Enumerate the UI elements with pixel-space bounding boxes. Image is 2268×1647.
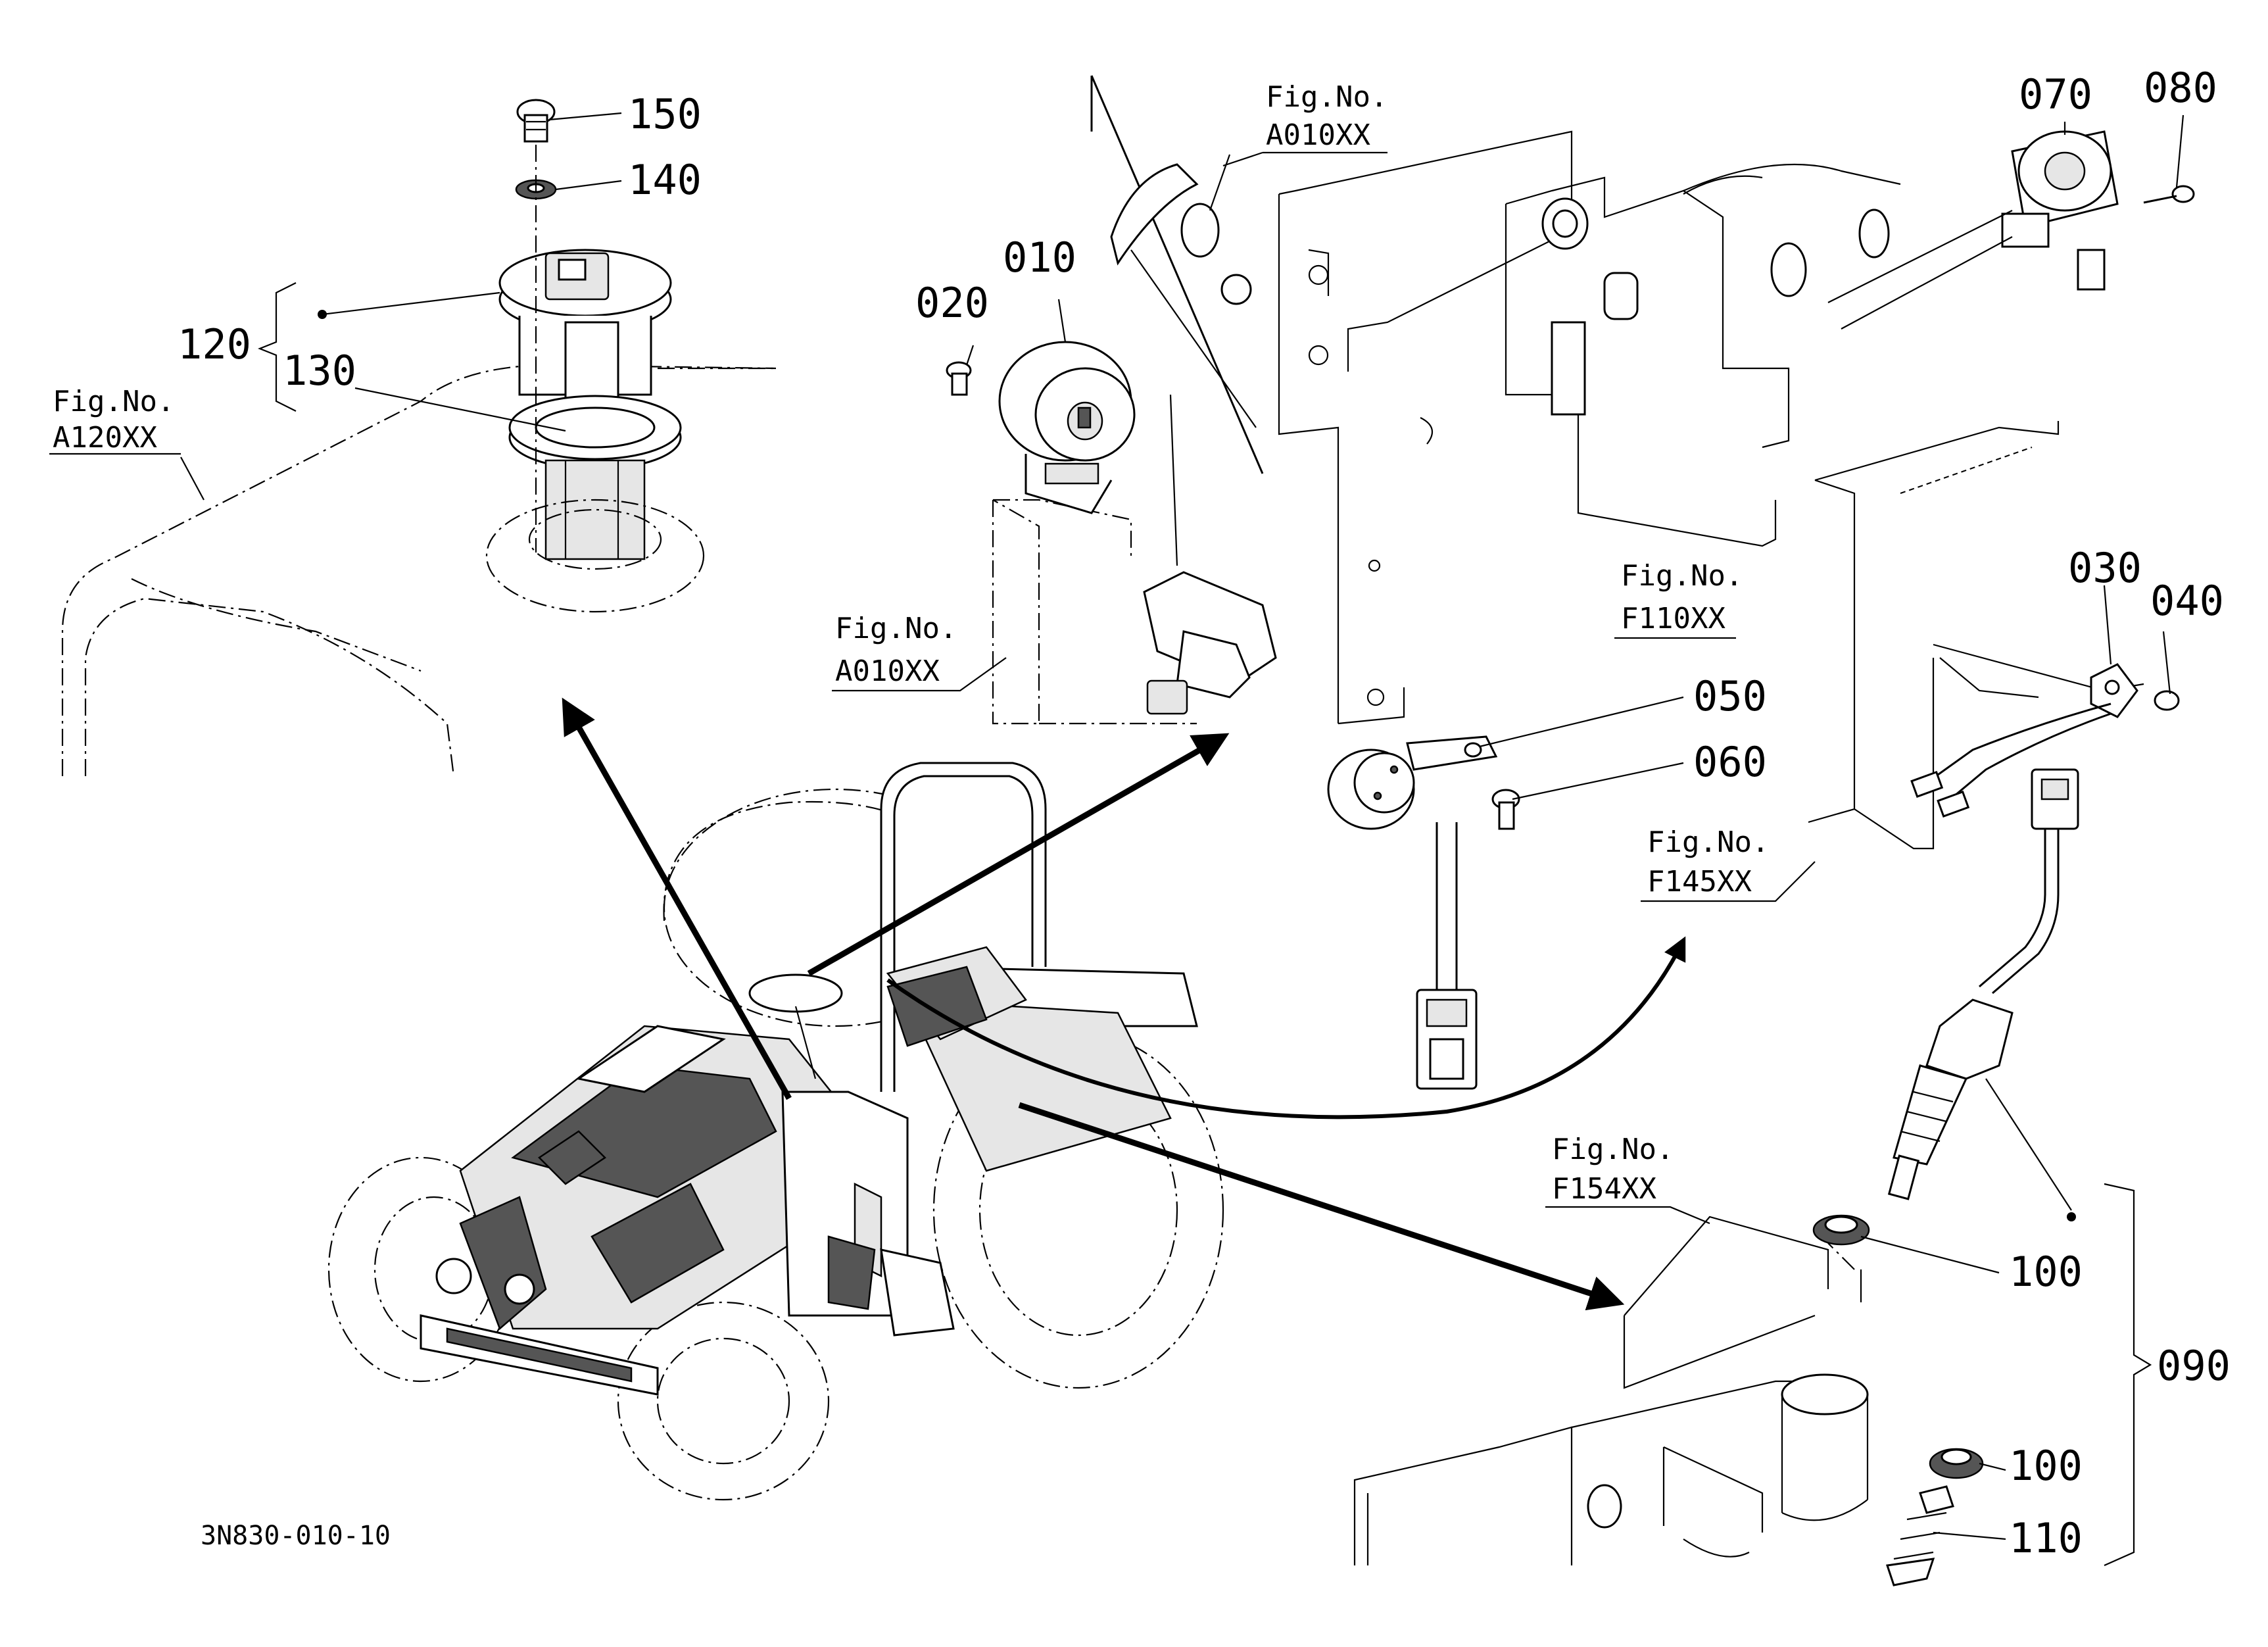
callout-020: 020 <box>915 279 989 327</box>
fig-ref-f154-label: Fig.No. <box>1552 1133 1674 1166</box>
leader-lines <box>49 112 2184 1567</box>
callout-140: 140 <box>628 156 702 204</box>
callout-100-lower: 100 <box>2009 1442 2083 1490</box>
fig-ref-f110-code: F110XX <box>1621 602 1725 635</box>
drawing-code: 3N830-010-10 <box>201 1521 391 1551</box>
bracket-f145 <box>1808 421 2180 850</box>
sensor-090-assembly <box>1353 768 2079 1586</box>
fig-ref-a010-top-code: A010XX <box>1266 118 1370 152</box>
callout-labels: 150 140 120 130 020 010 070 080 030 040 … <box>178 64 2231 1562</box>
location-arrows <box>562 697 1686 1311</box>
callout-130: 130 <box>283 347 356 395</box>
pedal-bracket-f110 <box>1505 175 1790 547</box>
fig-ref-a120-code: A120XX <box>53 421 157 455</box>
callout-090: 090 <box>2157 1342 2231 1390</box>
callout-110: 110 <box>2009 1514 2083 1562</box>
callout-010: 010 <box>1003 234 1076 282</box>
callout-120: 120 <box>178 320 251 368</box>
callout-070: 070 <box>2019 70 2092 118</box>
fig-ref-a010-mid-label: Fig.No. <box>835 612 957 645</box>
fig-ref-f145-code: F145XX <box>1647 865 1752 898</box>
tractor-overview <box>327 762 1224 1501</box>
fig-ref-a120-label: Fig.No. <box>53 385 174 418</box>
callout-050: 050 <box>1693 672 1767 720</box>
sensor-050 <box>1327 735 1520 1090</box>
fig-ref-a010-mid-code: A010XX <box>835 654 940 688</box>
fig-ref-f145-label: Fig.No. <box>1647 825 1769 859</box>
center-bracket <box>1278 130 1573 725</box>
callout-060: 060 <box>1693 738 1767 786</box>
fig-ref-f110-label: Fig.No. <box>1621 559 1743 593</box>
fig-ref-f154-code: F154XX <box>1552 1172 1656 1206</box>
accelerator-sensor-assembly <box>946 75 1277 725</box>
fuel-sender-assembly <box>485 99 776 613</box>
fig-ref-a010-top-label: Fig.No. <box>1266 80 1387 114</box>
callout-040: 040 <box>2150 577 2224 625</box>
figure-references: Fig.No. A120XX Fig.No. A010XX Fig.No. A0… <box>53 80 1769 1206</box>
callout-100-upper: 100 <box>2009 1248 2083 1296</box>
callout-030: 030 <box>2068 544 2142 592</box>
callout-080: 080 <box>2144 64 2217 112</box>
callout-150: 150 <box>628 90 702 138</box>
position-switch-070 <box>1683 130 2195 330</box>
